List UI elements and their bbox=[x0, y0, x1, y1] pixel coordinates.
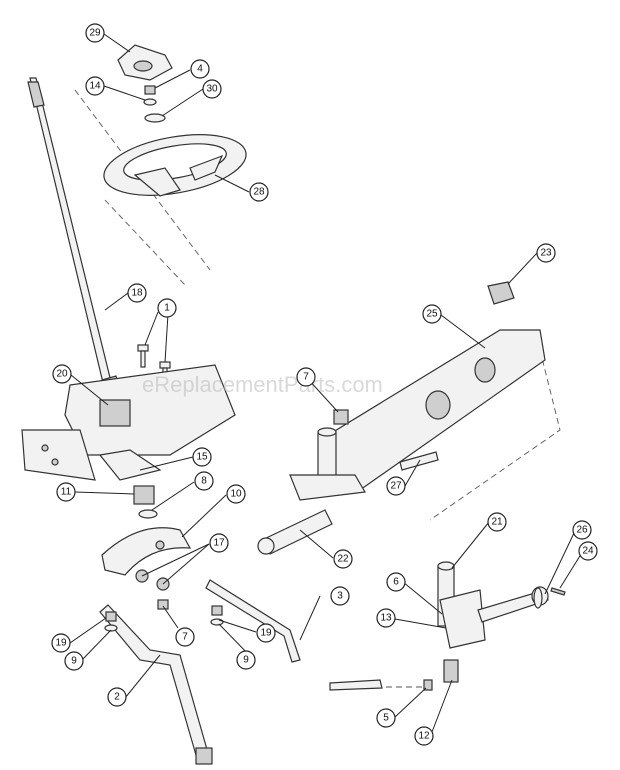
svg-text:7: 7 bbox=[182, 632, 188, 643]
svg-text:20: 20 bbox=[56, 369, 68, 380]
svg-text:24: 24 bbox=[582, 546, 594, 557]
front-axle bbox=[319, 329, 546, 491]
callout-28: 28 bbox=[249, 182, 269, 202]
callout-29: 29 bbox=[85, 23, 105, 43]
callout-30: 30 bbox=[202, 79, 222, 99]
nuts-left bbox=[104, 599, 224, 632]
axle-nut bbox=[487, 281, 515, 305]
svg-text:10: 10 bbox=[230, 489, 242, 500]
callout-9-right: 9 bbox=[236, 650, 256, 670]
spindle-washer bbox=[533, 587, 566, 609]
callout-19-right: 19 bbox=[256, 623, 276, 643]
callout-14: 14 bbox=[85, 76, 105, 96]
steering-wheel bbox=[103, 134, 247, 197]
callout-19-left: 19 bbox=[51, 633, 71, 653]
callout-17: 17 bbox=[209, 533, 229, 553]
svg-text:9: 9 bbox=[71, 656, 77, 667]
callout-7-upper: 7 bbox=[296, 367, 316, 387]
callout-20: 20 bbox=[52, 364, 72, 384]
steering-shaft bbox=[27, 77, 125, 413]
callout-5: 5 bbox=[376, 708, 396, 728]
callout-26: 26 bbox=[572, 520, 592, 540]
svg-text:29: 29 bbox=[89, 28, 101, 39]
callout-22: 22 bbox=[333, 549, 353, 569]
ball-joint-right bbox=[329, 659, 459, 691]
callout-2: 2 bbox=[107, 687, 127, 707]
svg-text:2: 2 bbox=[114, 692, 120, 703]
svg-text:22: 22 bbox=[337, 554, 349, 565]
hardware-top bbox=[143, 85, 166, 123]
callout-24: 24 bbox=[578, 541, 598, 561]
watermark: eReplacementParts.com bbox=[142, 372, 383, 397]
svg-text:18: 18 bbox=[131, 288, 143, 299]
callout-9-left: 9 bbox=[64, 651, 84, 671]
svg-text:7: 7 bbox=[303, 372, 309, 383]
callout-7-lower: 7 bbox=[175, 627, 195, 647]
callout-6: 6 bbox=[386, 572, 406, 592]
svg-text:26: 26 bbox=[576, 525, 588, 536]
spindle-left bbox=[289, 427, 366, 501]
callout-21: 21 bbox=[487, 512, 507, 532]
callout-12: 12 bbox=[414, 726, 434, 746]
svg-text:25: 25 bbox=[426, 309, 438, 320]
callout-4: 4 bbox=[190, 59, 210, 79]
svg-text:5: 5 bbox=[383, 713, 389, 724]
svg-text:6: 6 bbox=[393, 577, 399, 588]
svg-text:28: 28 bbox=[253, 187, 265, 198]
ball-joints bbox=[135, 569, 170, 591]
svg-text:12: 12 bbox=[418, 731, 430, 742]
callout-23: 23 bbox=[536, 243, 556, 263]
svg-text:4: 4 bbox=[197, 64, 203, 75]
sector-gear bbox=[101, 527, 192, 576]
mounting-plate bbox=[21, 364, 236, 481]
callout-27: 27 bbox=[386, 476, 406, 496]
leader-lines bbox=[69, 33, 584, 733]
svg-text:15: 15 bbox=[196, 452, 208, 463]
svg-text:17: 17 bbox=[213, 538, 225, 549]
steering-cap bbox=[117, 44, 173, 81]
callout-18: 18 bbox=[127, 283, 147, 303]
callout-13: 13 bbox=[376, 608, 396, 628]
svg-text:14: 14 bbox=[89, 81, 101, 92]
svg-text:11: 11 bbox=[61, 487, 72, 498]
callout-15: 15 bbox=[192, 447, 212, 467]
svg-text:13: 13 bbox=[380, 613, 392, 624]
svg-text:3: 3 bbox=[337, 591, 343, 602]
callout-1: 1 bbox=[157, 298, 177, 318]
svg-text:23: 23 bbox=[540, 248, 552, 259]
svg-text:19: 19 bbox=[55, 638, 67, 649]
callout-25: 25 bbox=[422, 304, 442, 324]
axle-shaft bbox=[257, 509, 333, 555]
tie-rod bbox=[205, 579, 301, 663]
svg-text:30: 30 bbox=[206, 84, 218, 95]
spindle-right bbox=[437, 561, 549, 649]
svg-text:21: 21 bbox=[491, 517, 503, 528]
svg-text:1: 1 bbox=[164, 303, 170, 314]
svg-text:19: 19 bbox=[260, 628, 272, 639]
svg-text:27: 27 bbox=[390, 481, 402, 492]
callout-11: 11 bbox=[56, 482, 76, 502]
callout-8: 8 bbox=[194, 471, 214, 491]
callout-10: 10 bbox=[226, 484, 246, 504]
callout-3: 3 bbox=[330, 586, 350, 606]
svg-text:8: 8 bbox=[201, 476, 207, 487]
pinion-gear bbox=[133, 485, 158, 519]
svg-text:9: 9 bbox=[243, 655, 249, 666]
